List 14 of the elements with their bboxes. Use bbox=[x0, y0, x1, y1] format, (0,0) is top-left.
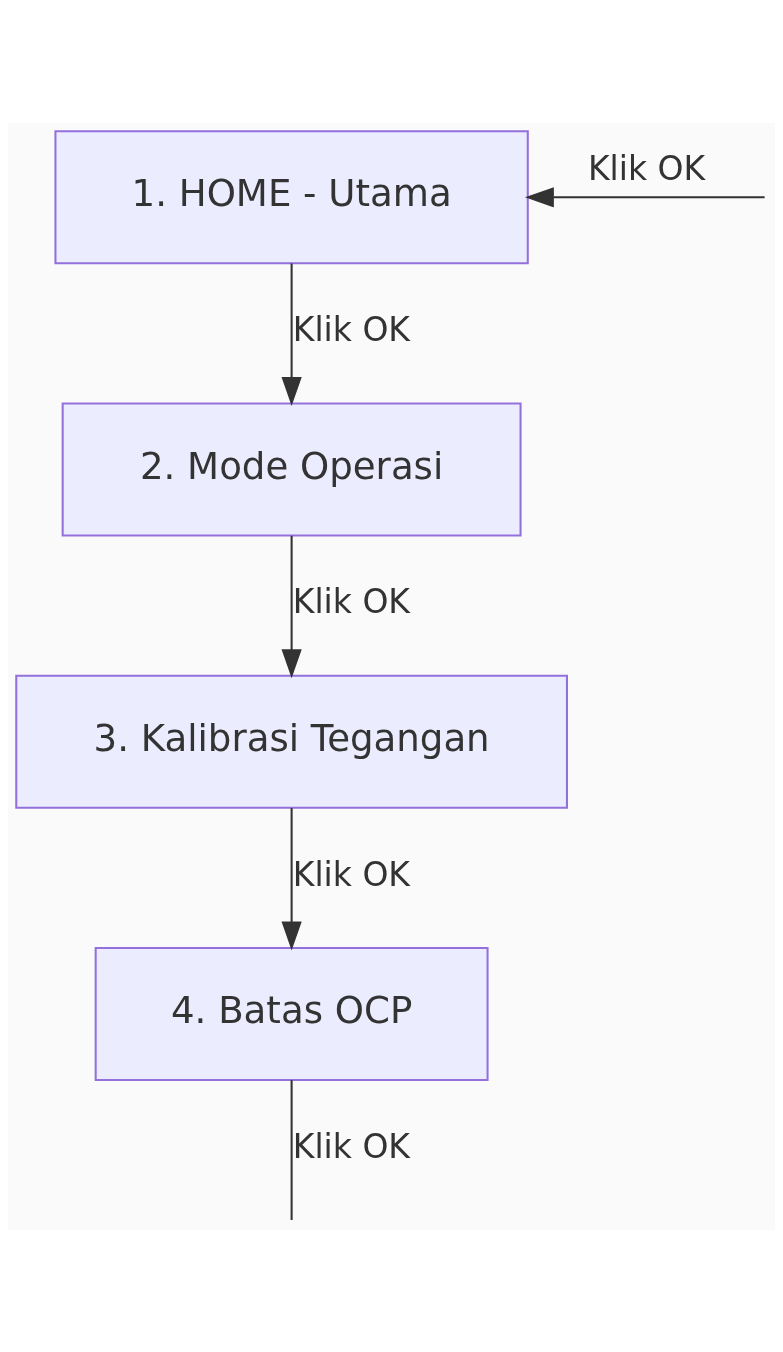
edge-label: Klik OK bbox=[587, 148, 706, 188]
connector bbox=[290, 1079, 293, 1220]
arrow bbox=[281, 263, 302, 406]
edge-label: Klik OK bbox=[292, 309, 411, 349]
node-box: 3. Kalibrasi Tegangan bbox=[15, 674, 568, 809]
node-box: 4. Batas OCP bbox=[94, 946, 489, 1081]
arrow bbox=[281, 535, 302, 678]
node-box: 2. Mode Operasi bbox=[61, 401, 522, 537]
node-box: 1. HOME - Utama bbox=[54, 129, 529, 264]
arrow bbox=[525, 186, 765, 207]
edge-label: Klik OK bbox=[292, 854, 411, 894]
arrow bbox=[281, 807, 302, 950]
edge-label: Klik OK bbox=[292, 581, 411, 621]
edge-label: Klik OK bbox=[292, 1126, 411, 1166]
